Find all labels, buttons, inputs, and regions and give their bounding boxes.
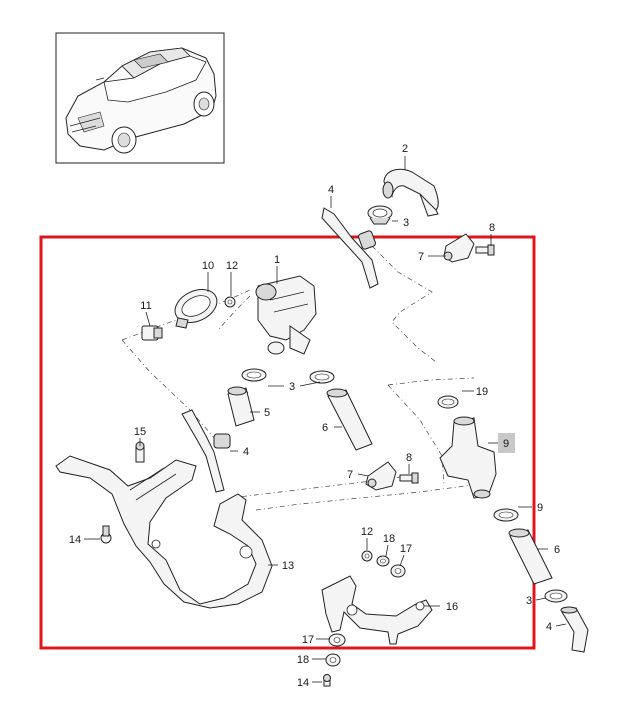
callout-18: 18 <box>383 533 395 545</box>
part-4-pipe-lower <box>181 409 231 493</box>
callout-13: 13 <box>282 560 294 572</box>
callout-4: 4 <box>243 446 249 458</box>
callout-18: 18 <box>297 654 309 666</box>
part-3-clamp-upper <box>367 205 393 225</box>
callout-4: 4 <box>328 184 334 196</box>
callout-3: 3 <box>289 381 295 393</box>
part-6-hose-middle <box>326 388 373 451</box>
callout-6: 6 <box>554 544 560 556</box>
highlight-frame <box>39 235 536 650</box>
part-7-bracket-lower <box>365 461 397 491</box>
part-12-nut-lower <box>361 550 373 562</box>
callout-12: 12 <box>361 526 373 538</box>
part-18-washer-mid <box>376 555 390 567</box>
callout-6: 6 <box>322 422 328 434</box>
callout-labels: 2 4 3 8 7 10 12 1 11 3 19 5 6 15 4 9 8 7… <box>69 143 560 689</box>
part-18-washer-bottom <box>325 653 341 667</box>
part-13-bracket <box>55 455 273 609</box>
callout-8: 8 <box>489 222 495 234</box>
vehicle-thumbnail <box>55 32 225 164</box>
part-16-bracket <box>321 575 433 645</box>
callout-3: 3 <box>403 217 409 229</box>
callout-14: 14 <box>297 677 309 689</box>
callout-15: 15 <box>134 426 146 438</box>
callout-17: 17 <box>400 543 412 555</box>
part-1-water-pump <box>255 275 317 355</box>
callout-16: 16 <box>446 601 458 613</box>
callout-9: 9 <box>537 502 543 514</box>
part-12-nut-upper <box>224 296 236 308</box>
part-3-clamp-lower <box>544 589 568 603</box>
callout-12: 12 <box>226 260 238 272</box>
callout-3: 3 <box>526 595 532 607</box>
callout-1: 1 <box>274 254 280 266</box>
callout-10: 10 <box>202 260 214 272</box>
part-14-bolt-left <box>100 525 112 544</box>
callout-4: 4 <box>546 621 552 633</box>
callout-11: 11 <box>140 300 151 312</box>
part-14-bolt-bottom <box>323 674 331 687</box>
callout-8: 8 <box>406 452 412 464</box>
leader-lines <box>84 156 567 683</box>
part-5-hose <box>227 386 255 427</box>
part-19-clamp <box>437 395 459 409</box>
callout-2: 2 <box>402 143 408 155</box>
part-17-grommet-mid <box>390 564 406 578</box>
callout-9: 9 <box>503 438 509 450</box>
callout-7: 7 <box>347 469 353 481</box>
part-4-pipe-bottom <box>560 606 589 653</box>
part-6-hose-lower <box>508 528 553 585</box>
callout-5: 5 <box>264 407 270 419</box>
part-2-hose <box>382 168 439 217</box>
part-17-grommet-bottom <box>328 633 346 647</box>
part-8-bolt-upper <box>475 244 495 256</box>
callout-9-highlight <box>498 433 515 453</box>
part-11-connector <box>141 325 163 341</box>
part-3-clamps-middle <box>241 368 335 384</box>
callout-19: 19 <box>476 386 488 398</box>
callout-17: 17 <box>302 634 314 646</box>
callout-14: 14 <box>69 534 81 546</box>
part-9-clamp <box>493 508 519 522</box>
part-10-clamp <box>174 289 218 329</box>
part-4-pipe-upper <box>321 207 379 289</box>
part-8-bolt-lower <box>399 472 419 484</box>
part-9-valve <box>439 416 497 499</box>
callout-7: 7 <box>418 251 424 263</box>
